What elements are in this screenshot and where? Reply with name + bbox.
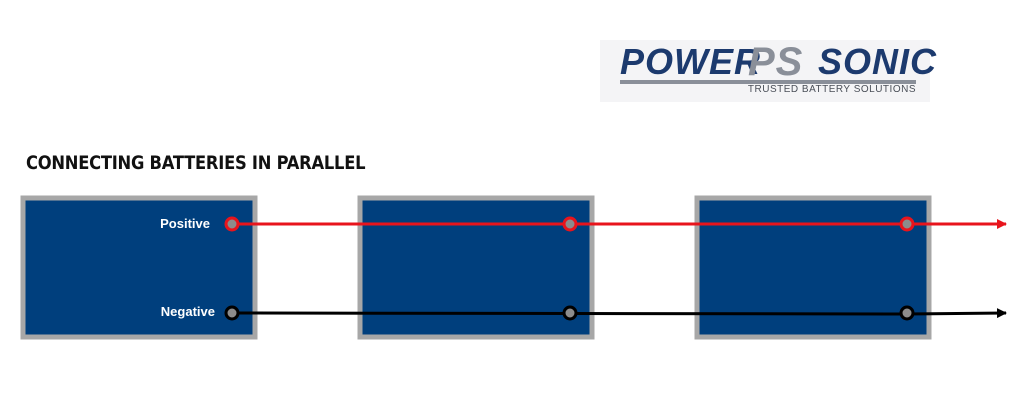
negative-label: Negative [161, 304, 215, 319]
battery-3 [694, 195, 932, 340]
positive-terminal [562, 216, 578, 232]
battery-1 [20, 195, 258, 340]
positive-terminal [224, 216, 240, 232]
positive-terminal [899, 216, 915, 232]
negative-terminal [562, 305, 578, 321]
page-title: CONNECTING BATTERIES IN PARALLEL [26, 152, 366, 174]
negative-terminal [224, 305, 240, 321]
battery-2 [357, 195, 595, 340]
positive-label: Positive [160, 216, 210, 231]
logo-word-sonic: SONIC [818, 41, 938, 82]
logo-word-ps: PS [748, 40, 804, 84]
logo-tagline: TRUSTED BATTERY SOLUTIONS [747, 84, 916, 95]
logo-underline [620, 80, 916, 84]
negative-wire [231, 308, 1007, 319]
power-sonic-logo: POWER PS SONIC TRUSTED BATTERY SOLUTIONS [600, 40, 936, 102]
negative-terminal [899, 305, 915, 321]
logo-word-power: POWER [620, 41, 762, 82]
